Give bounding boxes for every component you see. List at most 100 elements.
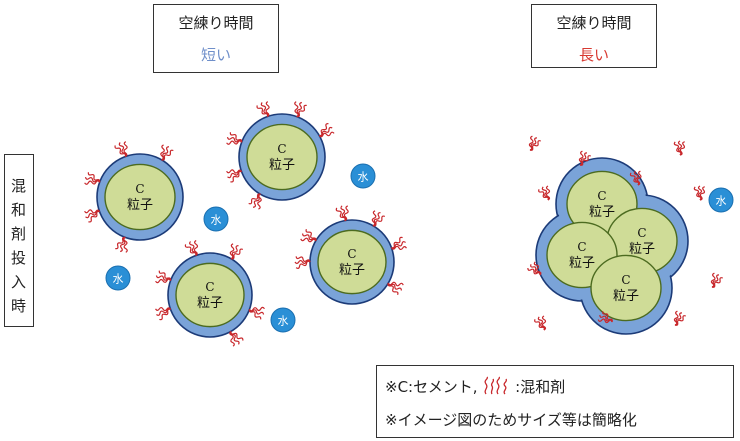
admixture-strand bbox=[84, 180, 101, 185]
admixture-strand bbox=[161, 149, 174, 161]
short-mixing-label-box: 空練り時間 短い bbox=[153, 4, 279, 73]
admixture-strand bbox=[679, 141, 686, 156]
admixture-strand bbox=[123, 236, 128, 253]
particle-label-grain: 粒子 bbox=[127, 198, 153, 213]
short-mixing-value: 短い bbox=[200, 46, 231, 64]
long-mixing-label-box: 空練り時間 長い bbox=[531, 4, 657, 68]
admixture-strand bbox=[189, 241, 198, 256]
admixture-strand bbox=[252, 193, 261, 208]
water-droplet: 水 bbox=[350, 163, 376, 189]
admixture-strand bbox=[248, 309, 265, 315]
water-droplet: 水 bbox=[270, 307, 296, 333]
cement-particle: C粒子 bbox=[155, 240, 265, 347]
admixture-strand bbox=[230, 245, 239, 260]
admixture-strand bbox=[123, 141, 128, 158]
admixture-strand bbox=[390, 245, 407, 251]
admixture-strand bbox=[300, 237, 317, 243]
admixture-strand bbox=[387, 281, 404, 287]
admixture-strand bbox=[699, 186, 706, 201]
particle-label-grain: 粒子 bbox=[269, 158, 295, 173]
long-mixing-title: 空練り時間 bbox=[556, 14, 632, 32]
admixture-addition-label: 混 和 剤 投 入 時 bbox=[4, 154, 34, 327]
side-char: 剤 bbox=[10, 225, 26, 243]
cement-particle: C 粒子 bbox=[590, 254, 662, 322]
short-mixing-title: 空練り時間 bbox=[178, 14, 254, 32]
admixture-icon bbox=[484, 376, 508, 395]
admixture-strand bbox=[387, 282, 402, 291]
admixture-strand bbox=[230, 170, 242, 183]
admixture-strand bbox=[391, 236, 403, 249]
admixture-strand bbox=[579, 155, 591, 166]
admixture-strand bbox=[160, 144, 165, 161]
particle-label-c: C bbox=[347, 247, 356, 261]
admixture-strand bbox=[674, 315, 686, 326]
particle-label-grain: 粒子 bbox=[613, 289, 639, 304]
admixture-strand bbox=[371, 210, 377, 227]
legend-row-2: ※イメージ図のためサイズ等は簡略化 bbox=[385, 411, 637, 429]
admixture-strand bbox=[87, 172, 101, 183]
particle-label-c: C bbox=[135, 182, 144, 196]
particle-label-c: C bbox=[277, 142, 286, 156]
side-char: 混 bbox=[10, 177, 26, 195]
admixture-strand bbox=[319, 123, 329, 137]
admixture-strand bbox=[155, 275, 172, 281]
admixture-strand bbox=[257, 193, 262, 210]
admixture-strand bbox=[295, 256, 311, 263]
admixture-strand bbox=[294, 101, 299, 118]
admixture-strand bbox=[115, 236, 126, 250]
side-char: 入 bbox=[10, 273, 26, 291]
cement-particle: C 粒子 bbox=[84, 141, 184, 253]
particle-label-grain: 粒子 bbox=[197, 296, 223, 311]
admixture-strand bbox=[677, 140, 683, 156]
admixture-strand bbox=[118, 142, 127, 157]
water-label: 水 bbox=[716, 195, 727, 208]
admixture-strand bbox=[387, 282, 399, 296]
admixture-strand bbox=[248, 309, 262, 320]
admixture-strand bbox=[226, 137, 243, 143]
admixture-strand bbox=[230, 248, 244, 260]
admixture-strand bbox=[114, 145, 127, 157]
admixture-strand bbox=[248, 193, 261, 205]
water-label: 水 bbox=[278, 315, 289, 328]
cement-particle: C 粒子 bbox=[226, 101, 335, 210]
admixture-strand bbox=[84, 209, 101, 214]
side-char: 和 bbox=[10, 201, 26, 219]
admixture-strand bbox=[248, 306, 265, 312]
admixture-strand bbox=[229, 330, 235, 347]
water-droplet: 水 bbox=[708, 187, 734, 213]
legend-cement-note: ※C:セメント, bbox=[385, 378, 478, 396]
admixture-strand bbox=[226, 140, 243, 145]
particle-label-grain: 粒子 bbox=[569, 256, 595, 271]
admixture-strand bbox=[697, 185, 703, 201]
admixture-strand bbox=[340, 205, 347, 222]
admixture-strand bbox=[84, 177, 101, 183]
admixture-strand bbox=[391, 241, 406, 250]
particle-label-c: C bbox=[577, 240, 586, 254]
admixture-strand bbox=[318, 131, 335, 138]
admixture-strand bbox=[265, 101, 270, 118]
admixture-strand bbox=[541, 315, 547, 331]
admixture-strand bbox=[636, 170, 642, 186]
admixture-strand bbox=[305, 228, 317, 242]
admixture-strand bbox=[318, 126, 333, 137]
free-admixture-molecules bbox=[527, 135, 723, 331]
particle-label-c: C bbox=[597, 189, 606, 203]
admixture-strand bbox=[256, 105, 269, 117]
side-char: 投 bbox=[10, 249, 26, 267]
admixture-strand bbox=[533, 261, 542, 276]
water-label: 水 bbox=[113, 273, 124, 286]
admixture-strand bbox=[229, 243, 235, 260]
admixture-strand bbox=[372, 212, 381, 227]
admixture-strand bbox=[711, 277, 723, 288]
admixture-strand bbox=[529, 140, 541, 151]
particle-label-c: C bbox=[621, 273, 630, 287]
admixture-strand bbox=[155, 306, 172, 312]
admixture-strand bbox=[155, 278, 172, 284]
side-char: 時 bbox=[10, 297, 26, 315]
particle-label-grain: 粒子 bbox=[629, 242, 655, 257]
legend: ※C:セメント, :混和剤 ※イメージ図のためサイズ等は簡略化 bbox=[376, 365, 734, 438]
particle-label-grain: 粒子 bbox=[589, 205, 615, 220]
